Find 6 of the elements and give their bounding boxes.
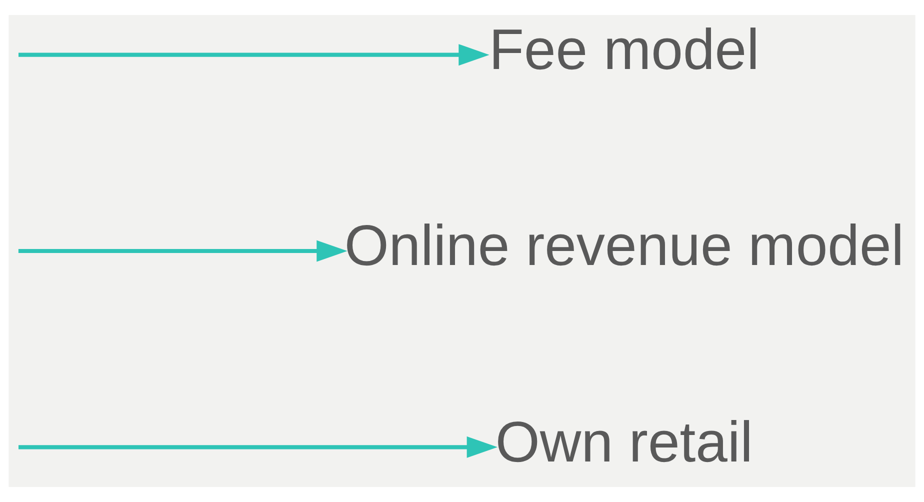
arrow <box>18 436 498 458</box>
node-text: Fee model <box>489 18 760 82</box>
arrow <box>18 44 490 66</box>
node-text: Online revenue model <box>344 214 904 278</box>
node-text: Own retail <box>495 410 753 474</box>
arrow <box>18 240 348 262</box>
